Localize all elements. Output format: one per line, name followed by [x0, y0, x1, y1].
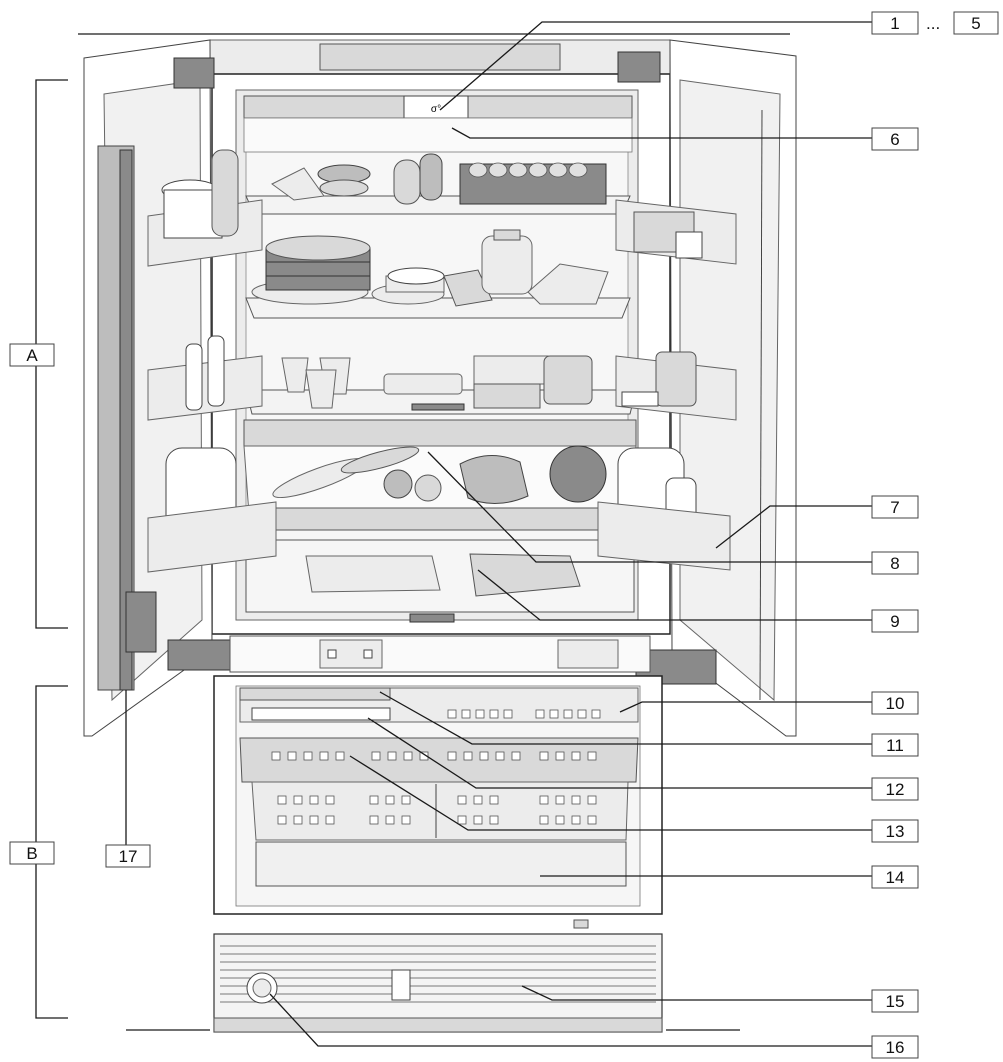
control-panel-symbol: σ° — [431, 104, 441, 115]
callout-16: 16 — [871, 1035, 919, 1059]
callout-7: 7 — [871, 495, 919, 519]
callout-15: 15 — [871, 989, 919, 1013]
food-items-second-shelf — [251, 229, 609, 307]
callout-11: 11 — [871, 733, 919, 757]
callout-5: 5 — [953, 11, 999, 35]
right-door-bin-1 — [615, 199, 737, 265]
svg-text:12: 12 — [886, 780, 905, 799]
svg-text:17: 17 — [119, 847, 138, 866]
food-items-third-shelf — [281, 355, 593, 409]
svg-text:7: 7 — [890, 498, 899, 517]
svg-text:6: 6 — [890, 130, 899, 149]
left-door-bin-2 — [147, 335, 263, 421]
leader-lines — [125, 21, 872, 1047]
freezer-drawer-front[interactable] — [255, 841, 627, 929]
chiller-drawer[interactable] — [245, 539, 635, 623]
svg-text:16: 16 — [886, 1038, 905, 1057]
base-adjustment-knob[interactable] — [246, 972, 278, 1004]
svg-text:B: B — [26, 844, 37, 863]
fridge-shelf-2 — [245, 297, 631, 319]
callout-8: 8 — [871, 551, 919, 575]
label-box-b: B — [9, 841, 55, 865]
svg-text:10: 10 — [886, 694, 905, 713]
freezer-middle-basket[interactable] — [239, 737, 639, 783]
callout-1: 1 — [871, 11, 919, 35]
left-door-bin-3 — [147, 447, 277, 573]
svg-text:5: 5 — [971, 14, 980, 33]
right-door-bin-3 — [597, 447, 731, 571]
callout-10: 10 — [871, 691, 919, 715]
base-grille — [126, 933, 740, 1033]
divider-panel — [229, 635, 651, 673]
food-items-top-shelf — [271, 153, 607, 205]
callout-12: 12 — [871, 777, 919, 801]
freezer-upper-basket[interactable] — [239, 687, 639, 723]
callout-13: 13 — [871, 819, 919, 843]
label-box-a: A — [9, 343, 55, 367]
callout-6: 6 — [871, 127, 919, 151]
svg-text:13: 13 — [886, 822, 905, 841]
crisper-drawer[interactable] — [243, 419, 637, 531]
svg-text:8: 8 — [890, 554, 899, 573]
right-door-bin-2 — [615, 351, 737, 421]
svg-text:9: 9 — [890, 612, 899, 631]
callout-ellipsis: ... — [926, 14, 940, 33]
freezer-lower-basket[interactable] — [251, 781, 629, 841]
svg-text:11: 11 — [886, 736, 904, 755]
svg-text:14: 14 — [886, 868, 905, 887]
svg-text:1: 1 — [890, 14, 899, 33]
left-door-bin-1 — [147, 149, 263, 267]
callout-9: 9 — [871, 609, 919, 633]
callout-17: 17 — [105, 844, 151, 868]
svg-text:A: A — [26, 346, 38, 365]
left-hinge — [125, 57, 241, 671]
callout-14: 14 — [871, 865, 919, 889]
svg-text:15: 15 — [886, 992, 905, 1011]
